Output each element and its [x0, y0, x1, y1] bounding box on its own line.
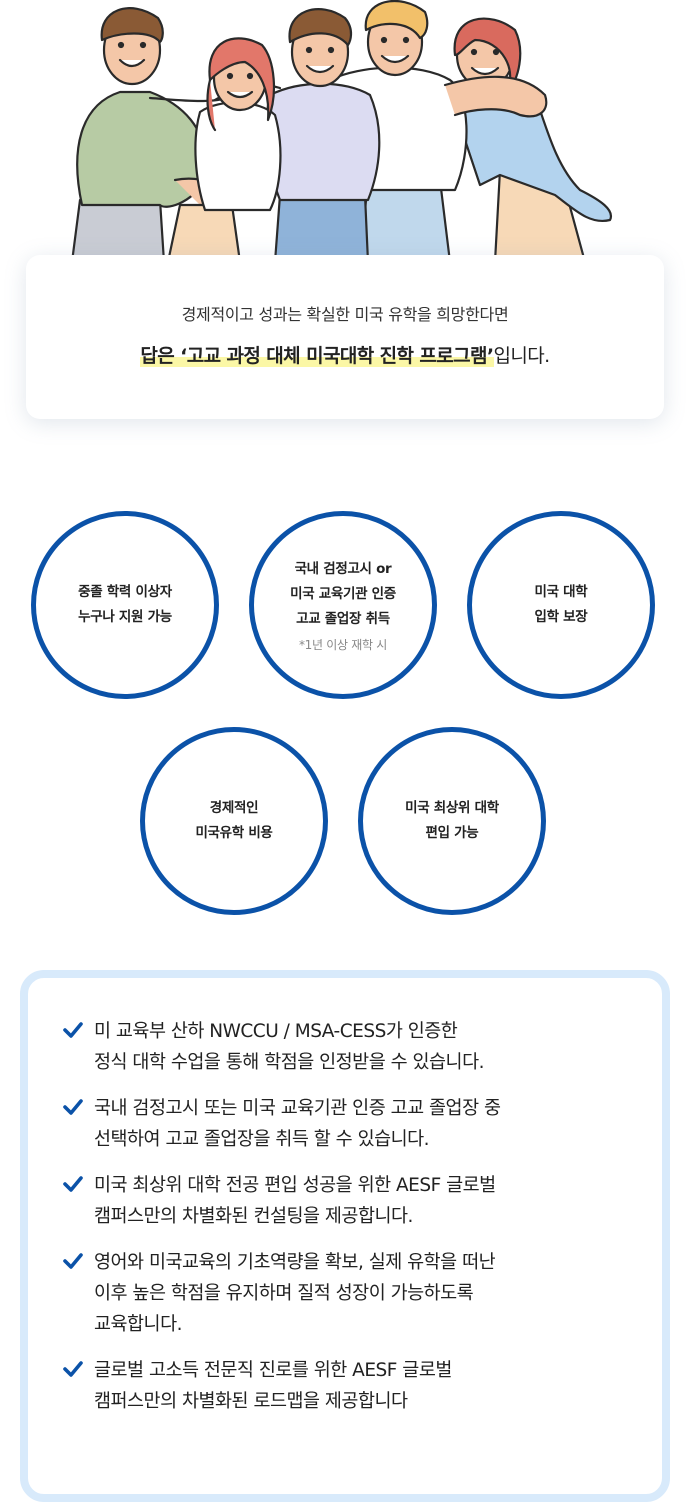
headline-suffix: 입니다. — [493, 345, 551, 367]
person-2 — [167, 37, 282, 260]
check-icon — [63, 1176, 83, 1192]
feature-text: 미국 최상위 대학 편입 가능 — [405, 800, 499, 841]
list-item: 영어와 미국교육의 기초역량을 확보, 실제 유학을 떠난 이후 높은 학점을 … — [62, 1247, 622, 1340]
list-item: 미 교육부 산하 NWCCU / MSA-CESS가 인증한 정식 대학 수업을… — [62, 1016, 622, 1078]
list-item-text: 글로벌 고소득 전문직 진로를 위한 AESF 글로벌 캠퍼스만의 차별화된 로… — [94, 1360, 452, 1412]
list-item: 글로벌 고소득 전문직 진로를 위한 AESF 글로벌 캠퍼스만의 차별화된 로… — [62, 1355, 622, 1417]
list-item: 미국 최상위 대학 전공 편입 성공을 위한 AESF 글로벌 캠퍼스만의 차별… — [62, 1170, 622, 1232]
feature-text: 미국 대학 입학 보장 — [534, 584, 588, 625]
check-icon — [63, 1361, 83, 1377]
feature-note: *1년 이상 재학 시 — [298, 638, 388, 652]
benefits-list: 미 교육부 산하 NWCCU / MSA-CESS가 인증한 정식 대학 수업을… — [62, 1016, 622, 1432]
list-item-text: 미 교육부 산하 NWCCU / MSA-CESS가 인증한 정식 대학 수업을… — [94, 1021, 484, 1073]
hero-illustration — [0, 0, 696, 260]
list-item-text: 미국 최상위 대학 전공 편입 성공을 위한 AESF 글로벌 캠퍼스만의 차별… — [94, 1175, 496, 1227]
person-3 — [213, 8, 381, 260]
list-item-text: 국내 검정고시 또는 미국 교육기관 인증 고교 졸업장 중 선택하여 고교 졸… — [94, 1098, 501, 1150]
feature-text: 국내 검정고시 or 미국 교육기관 인증 고교 졸업장 취득 — [290, 561, 396, 627]
speech-bubble: 경제적이고 성과는 확실한 미국 유학을 희망한다면 답은 ‘고교 과정 대체 … — [26, 255, 664, 419]
list-item: 국내 검정고시 또는 미국 교육기관 인증 고교 졸업장 중 선택하여 고교 졸… — [62, 1093, 622, 1155]
benefits-box: 미 교육부 산하 NWCCU / MSA-CESS가 인증한 정식 대학 수업을… — [20, 970, 670, 1502]
feature-circle-admission: 미국 대학 입학 보장 — [467, 511, 655, 699]
feature-circle-diploma: 국내 검정고시 or 미국 교육기관 인증 고교 졸업장 취득 *1년 이상 재… — [249, 511, 437, 699]
list-item-text: 영어와 미국교육의 기초역량을 확보, 실제 유학을 떠난 이후 높은 학점을 … — [94, 1252, 496, 1335]
check-icon — [63, 1022, 83, 1038]
feature-text: 중졸 학력 이상자 누구나 지원 가능 — [78, 584, 172, 625]
bubble-intro-text: 경제적이고 성과는 확실한 미국 유학을 희망한다면 — [181, 305, 509, 324]
feature-circle-cost: 경제적인 미국유학 비용 — [140, 727, 328, 915]
feature-circle-transfer: 미국 최상위 대학 편입 가능 — [358, 727, 546, 915]
person-1 — [71, 7, 240, 260]
person-5 — [448, 17, 613, 260]
feature-text: 경제적인 미국유학 비용 — [195, 800, 273, 841]
headline-highlight: 답은 ‘고교 과정 대체 미국대학 진학 프로그램’ — [140, 345, 494, 367]
feature-circle-eligibility: 중졸 학력 이상자 누구나 지원 가능 — [31, 511, 219, 699]
check-icon — [63, 1099, 83, 1115]
bubble-tail — [322, 412, 382, 464]
bubble-headline: 답은 ‘고교 과정 대체 미국대학 진학 프로그램’입니다. — [26, 341, 664, 368]
check-icon — [63, 1253, 83, 1269]
